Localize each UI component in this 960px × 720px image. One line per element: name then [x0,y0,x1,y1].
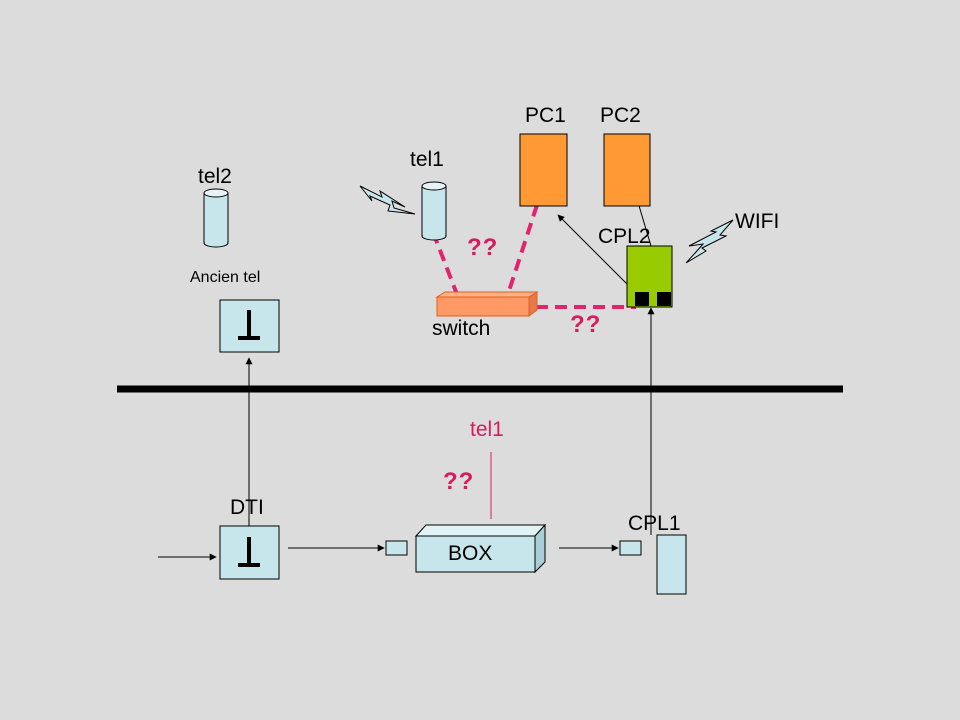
cpl1-label: CPL1 [628,512,681,535]
lightning-icon [359,185,416,215]
cpl1-box [656,534,687,595]
box-device [414,523,547,574]
box-connector [385,540,408,556]
dashed-link-pc1-switch [505,204,539,298]
phone-cylinder-icon [421,181,447,241]
pc2-box [603,133,651,207]
lightning-icon [685,219,734,264]
tel1-label: tel1 [410,148,444,171]
dti-label: DTI [230,496,264,519]
question-mark-label: ?? [570,311,602,338]
pc1-box [519,133,568,207]
cpl1-connector [619,540,642,556]
switch-label: switch [432,317,491,340]
cpl2-label: CPL2 [598,225,651,248]
t-socket-icon [238,310,260,340]
question-mark-label: ?? [467,234,499,261]
t-socket-icon [238,537,260,567]
pc1-label: PC1 [525,104,566,127]
ancien-tel-label: Ancien tel [190,269,261,286]
cpl2-port-2 [657,292,671,306]
wifi-label: WIFI [735,210,780,233]
cpl2-port-1 [635,292,649,306]
dashed-link-tel1-switch [431,231,460,298]
tel1-bottom-label: tel1 [470,418,504,441]
question-mark-label: ?? [443,468,475,495]
cpl2-to-pc1-arrow [557,214,637,294]
switch-box [435,291,539,317]
pc2-label: PC2 [600,104,641,127]
tel2-label: tel2 [198,165,232,188]
phone-cylinder-icon [203,188,229,248]
box-label: BOX [448,542,493,565]
